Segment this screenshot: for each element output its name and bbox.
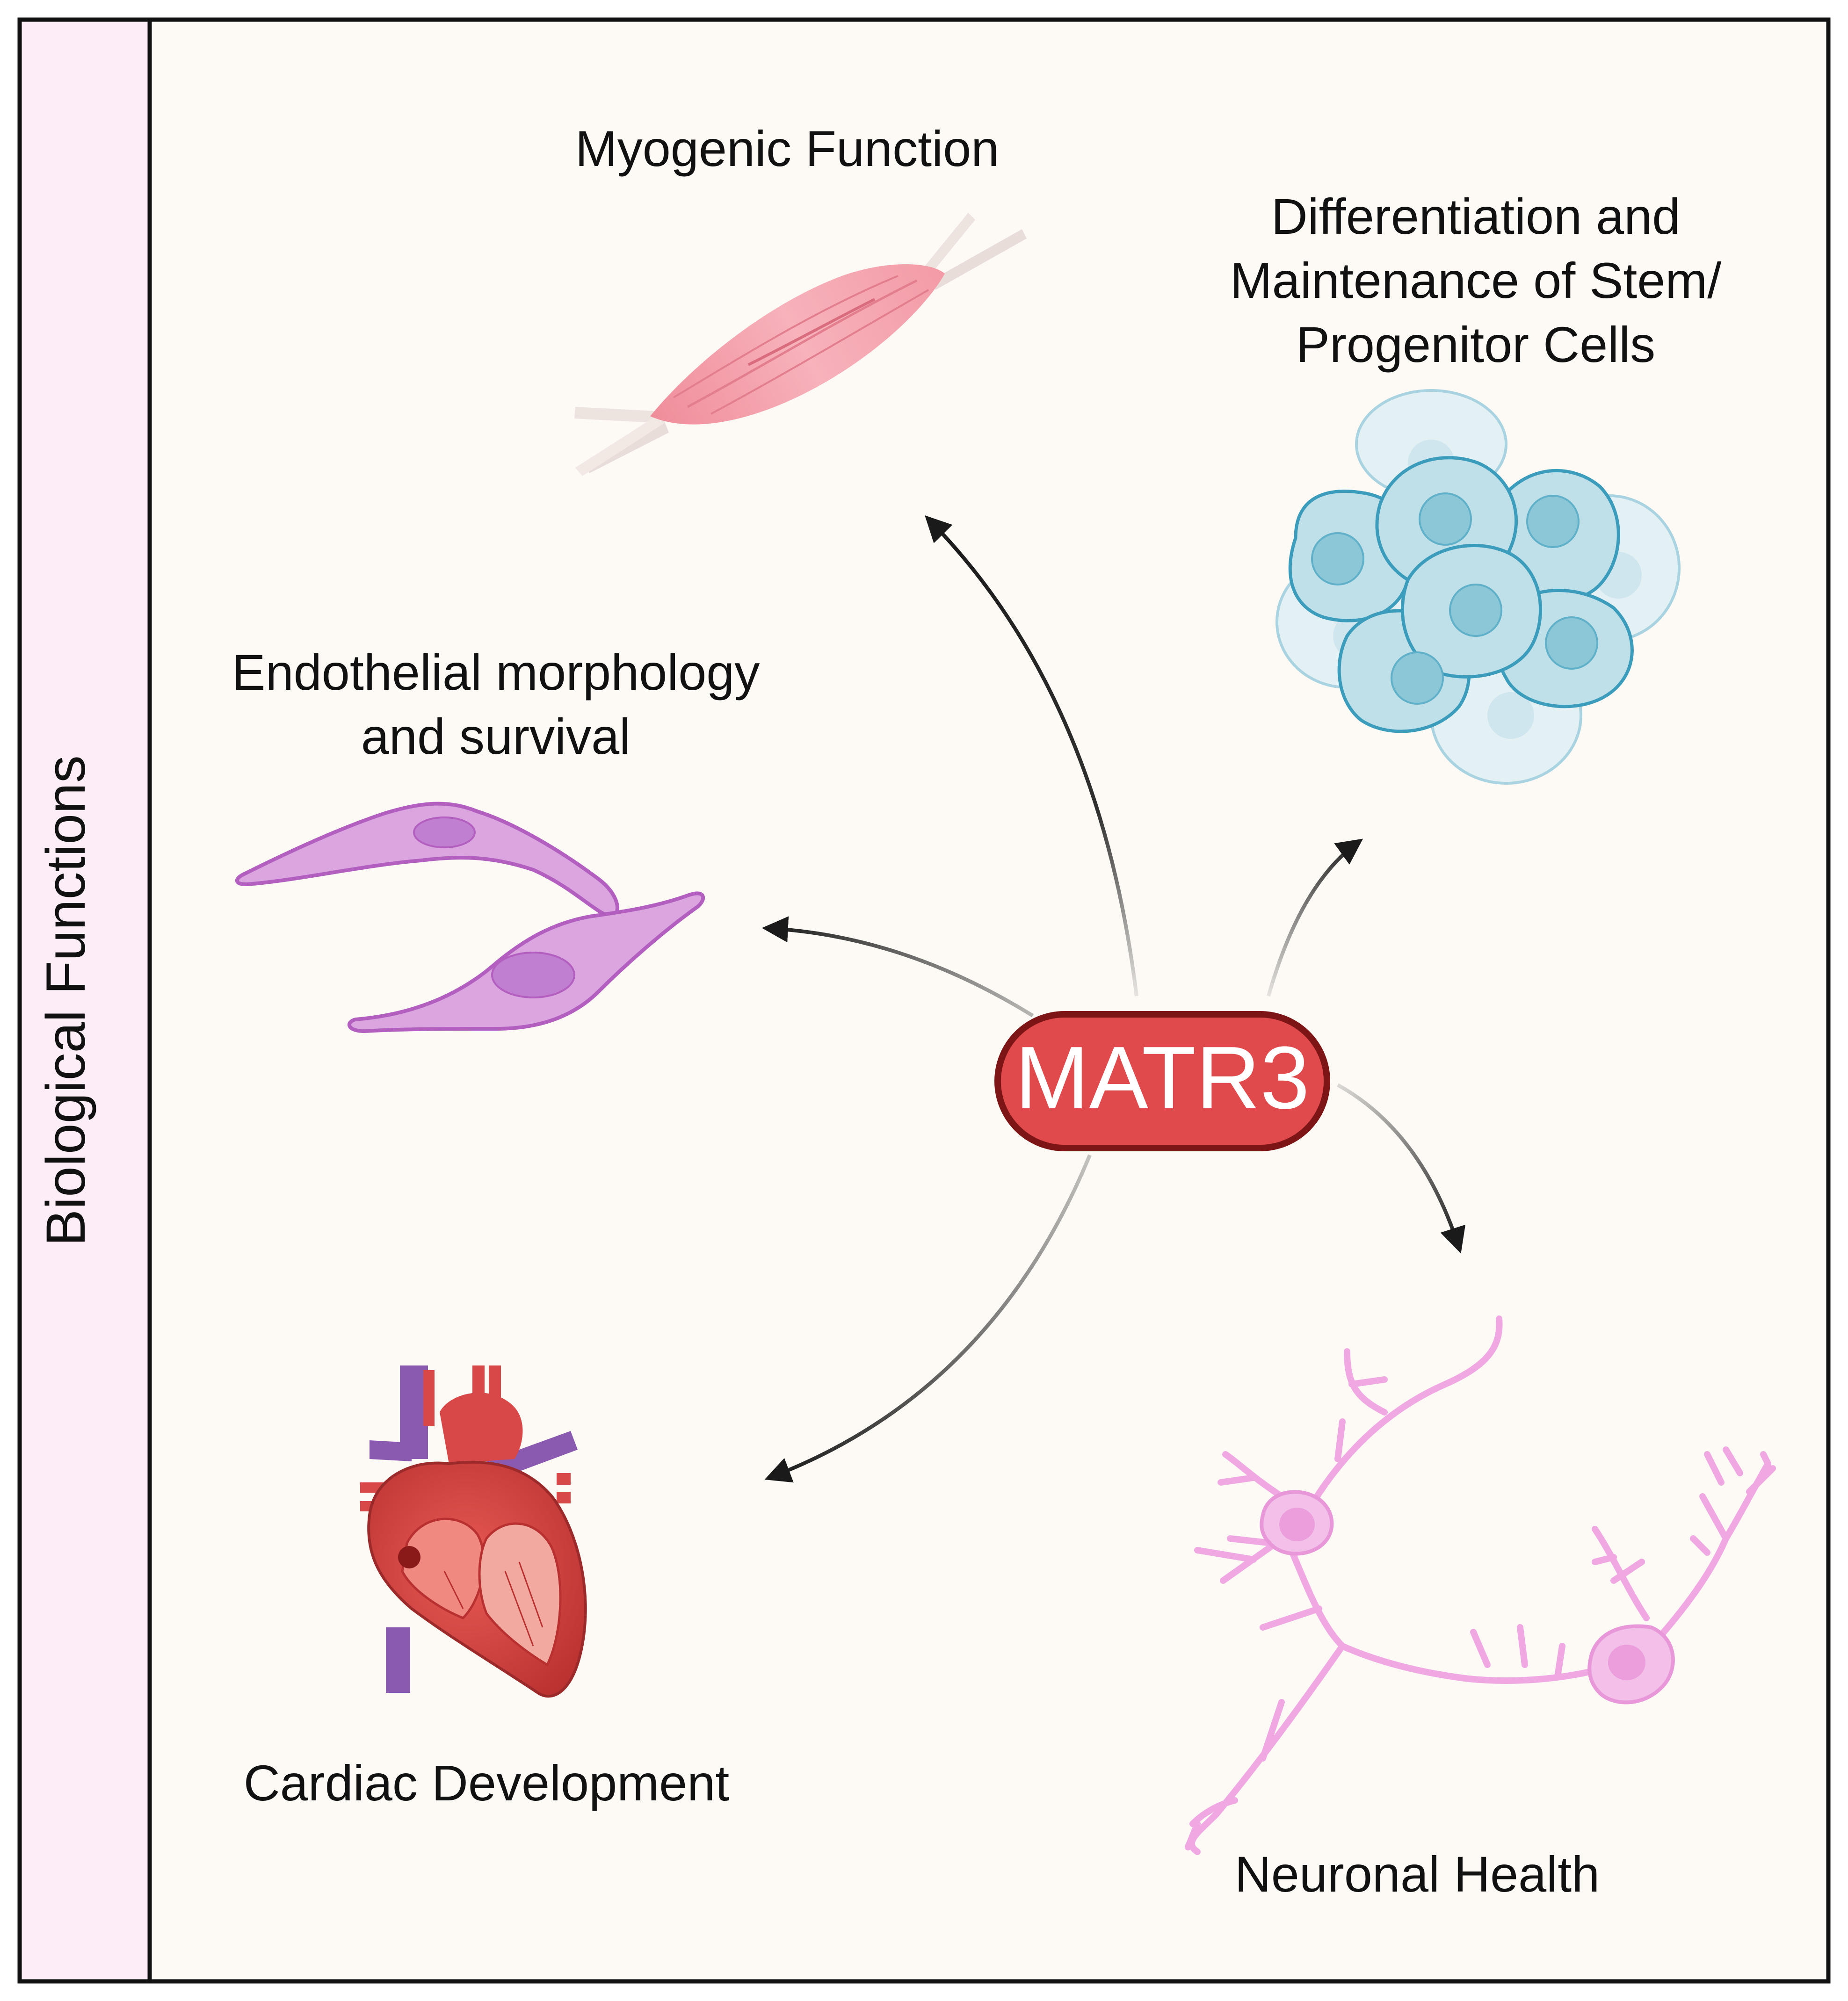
muscle-icon <box>574 213 1027 476</box>
sidebar-panel <box>20 20 150 1981</box>
arrow-to-neuronal <box>1337 1083 1466 1254</box>
sidebar-title: Biological Functions <box>35 755 97 1246</box>
arrow-to-stem-cells <box>1267 838 1363 997</box>
stem-label-line3: Progenitor Cells <box>1296 316 1655 373</box>
endothelial-label-line2: and survival <box>361 708 630 765</box>
neuron-icon <box>1185 1315 1776 1855</box>
matr3-label: MATR3 <box>1015 1028 1310 1127</box>
main-panel <box>150 20 1828 1981</box>
cardiac-label: Cardiac Development <box>244 1755 730 1811</box>
endothelial-cell-icon <box>235 802 705 1033</box>
stem-cell-cluster-icon <box>1275 389 1681 785</box>
matr3-node: MATR3 <box>994 1011 1330 1151</box>
arrow-to-myogenic <box>925 515 1138 997</box>
neuron-cell-bodies <box>1260 1490 1675 1705</box>
stem-label-line2: Maintenance of Stem/ <box>1230 252 1722 309</box>
endothelial-label-line1: Endothelial morphology <box>232 644 760 701</box>
stem-label-line1: Differentiation and <box>1271 188 1681 245</box>
heart-icon <box>360 1365 587 1698</box>
arrow-to-cardiac <box>764 1154 1092 1483</box>
myogenic-label: Myogenic Function <box>575 120 999 177</box>
arrow-to-endothelial <box>761 916 1034 1018</box>
outer-border <box>17 17 1831 1984</box>
neuronal-label: Neuronal Health <box>1235 1846 1600 1902</box>
